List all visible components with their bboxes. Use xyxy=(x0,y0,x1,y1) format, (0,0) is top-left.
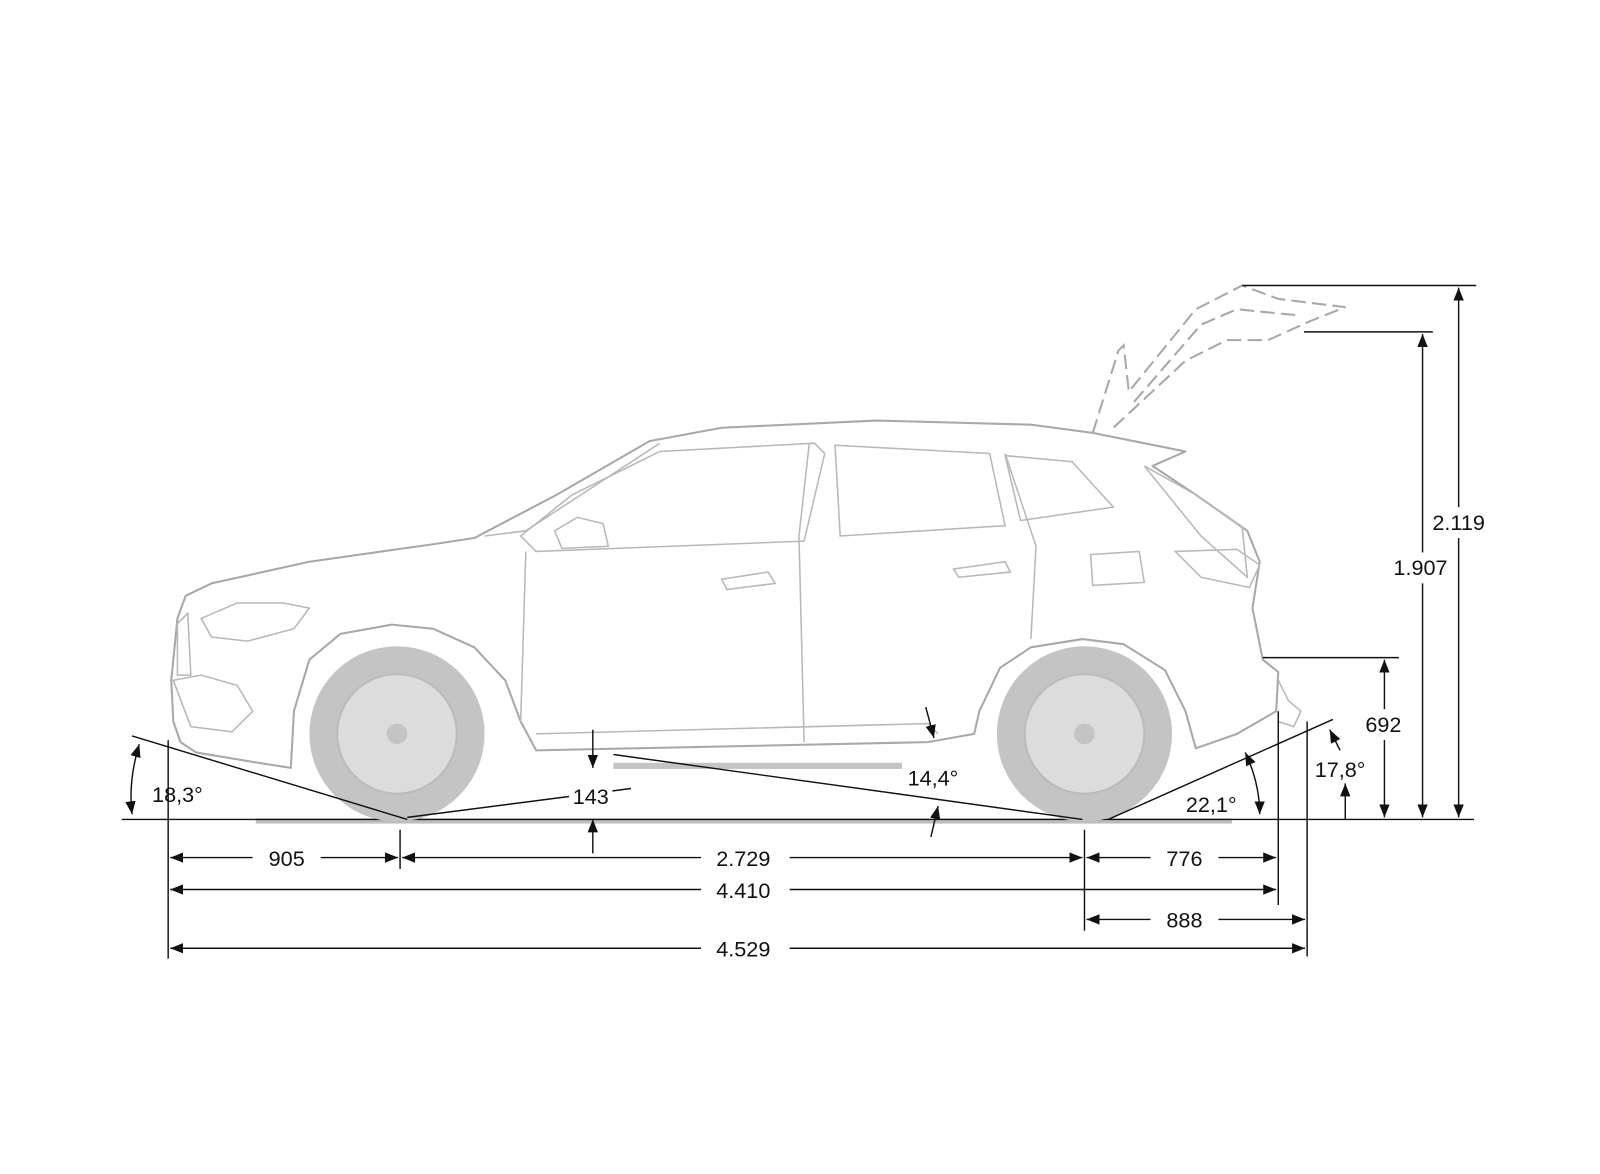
open-tailgate xyxy=(1091,284,1346,434)
loading-sill-label: 692 xyxy=(1365,712,1401,737)
car-body-outline xyxy=(170,419,1280,769)
tailgate-open-height-label: 2.119 xyxy=(1432,510,1485,535)
rear-overhang-hitch-label: 888 xyxy=(1166,908,1202,933)
departure-angle-label: 22,1° xyxy=(1186,792,1237,817)
rear-wheel xyxy=(996,646,1173,822)
breakover-angle-label: 14,4° xyxy=(908,765,959,790)
ground-clearance-label: 143 xyxy=(573,784,609,809)
rear-overhang-label: 776 xyxy=(1166,846,1202,871)
front-overhang-label: 905 xyxy=(269,846,305,871)
departure-angle-hitch-label: 17,8° xyxy=(1315,757,1366,782)
front-wheel xyxy=(309,646,485,822)
dimension-labels: 905 2.729 776 4.410 888 4.529 2.119 1.90… xyxy=(152,507,1490,963)
wheelbase-label: 2.729 xyxy=(716,846,770,871)
car-side-view xyxy=(170,284,1346,822)
ground xyxy=(121,818,1475,824)
overall-length-label: 4.410 xyxy=(716,878,770,903)
tailgate-lower-edge-label: 1.907 xyxy=(1393,555,1447,580)
approach-angle-label: 18,3° xyxy=(152,782,203,807)
overall-length-hitch-label: 4.529 xyxy=(716,937,770,962)
